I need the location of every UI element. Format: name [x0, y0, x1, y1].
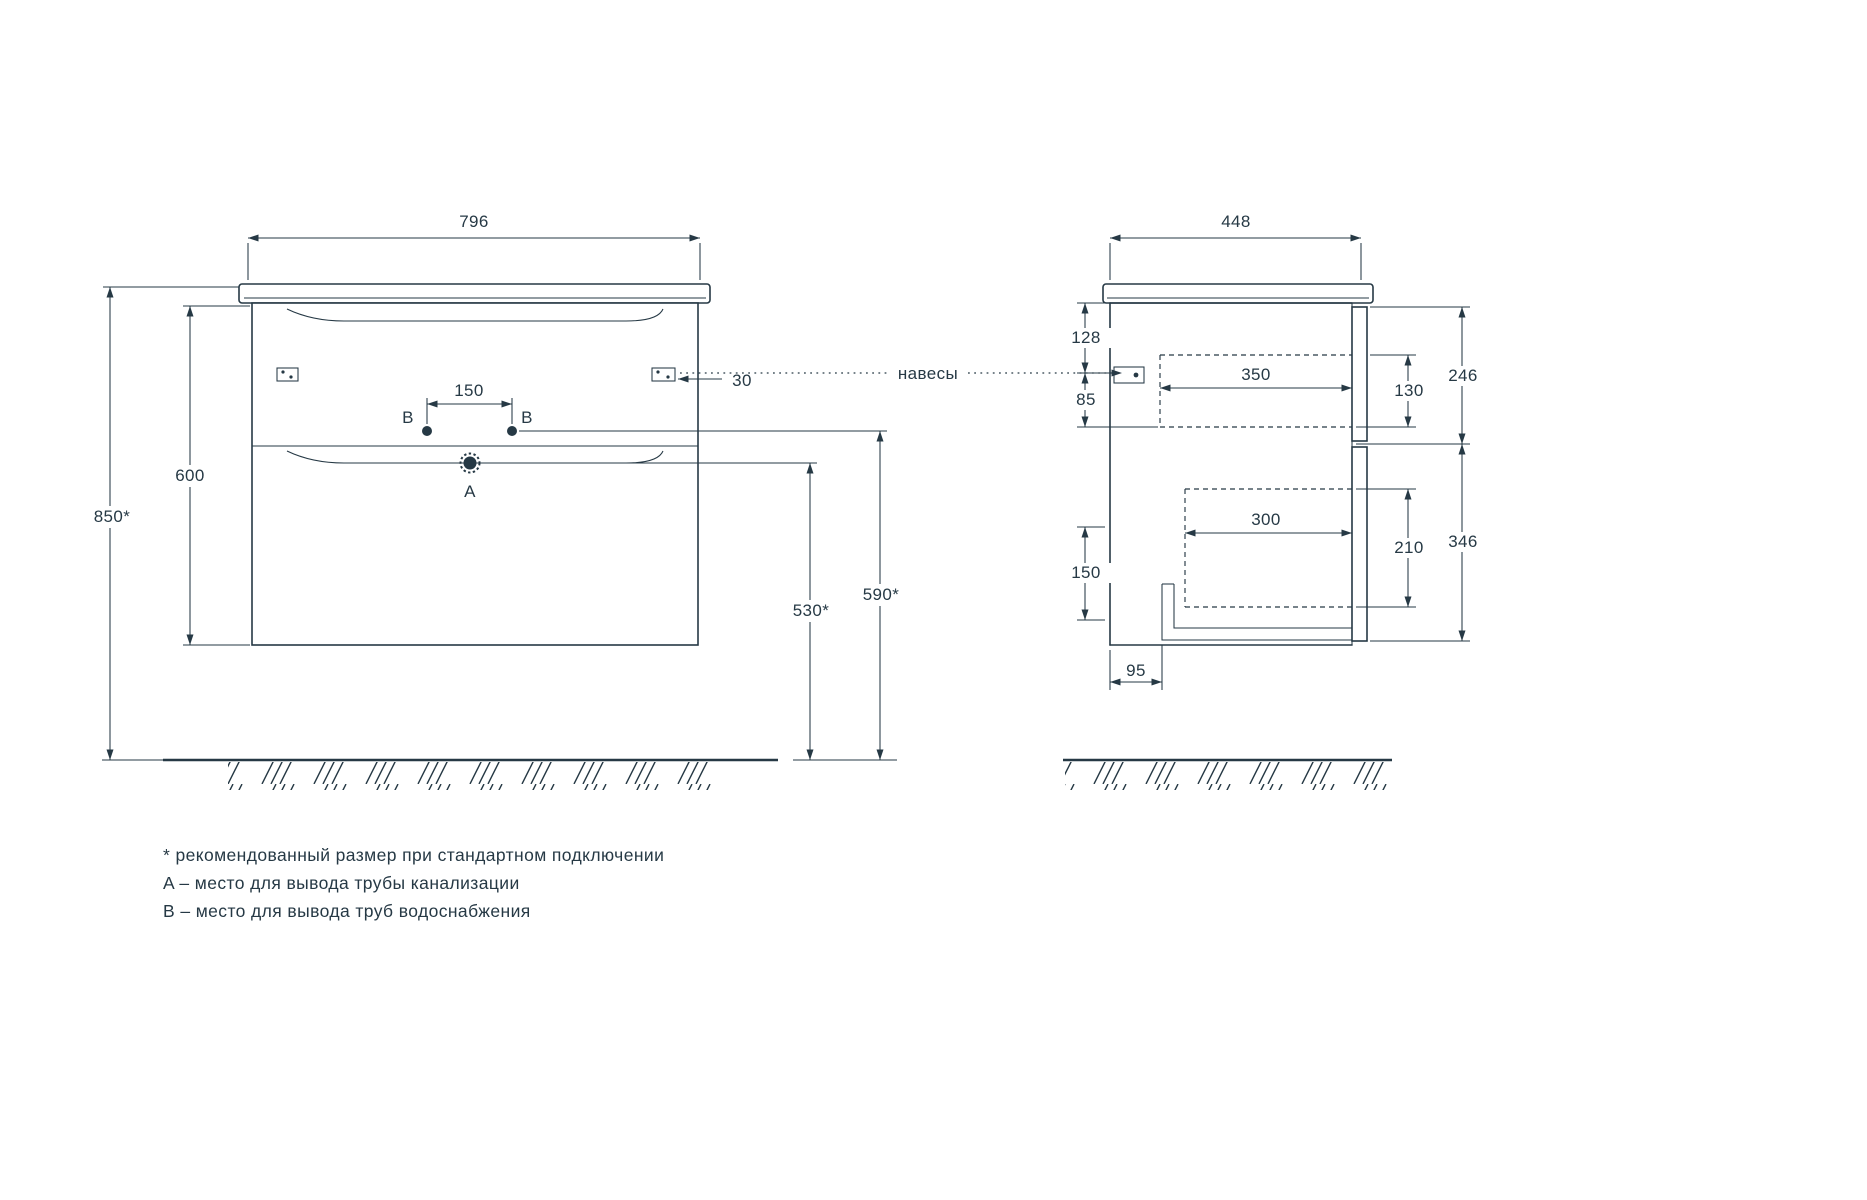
dim-supply-spacing: 150 — [426, 381, 513, 424]
dim-lower-box-height-label: 210 — [1394, 538, 1424, 557]
point-b-right-marker — [507, 426, 517, 436]
point-b-right-label: B — [521, 408, 533, 427]
dim-body-height-label: 600 — [175, 466, 205, 485]
dim-install-height: 850* — [83, 286, 239, 761]
dim-lower-drawer-depth: 300 — [1185, 510, 1352, 537]
dim-lower-front-height-label: 346 — [1448, 532, 1478, 551]
note-recommended-size: * рекомендованный размер при стандартном… — [163, 845, 664, 865]
legend-notes: * рекомендованный размер при стандартном… — [163, 845, 664, 921]
dim-lower-front-height: 346 — [1370, 444, 1487, 642]
dim-front-width-label: 796 — [459, 212, 489, 231]
front-countertop — [238, 283, 711, 304]
siphon-cutout — [1161, 583, 1352, 641]
dim-side-depth-label: 448 — [1221, 212, 1251, 231]
dim-hanger-inset-label: 30 — [732, 371, 752, 390]
dim-top-to-hanger: 128 — [1060, 302, 1112, 374]
lower-drawer-box-hidden — [1184, 488, 1352, 608]
front-view: B B A 796 150 30 — [83, 212, 909, 761]
hangers-callout: навесы — [680, 364, 1122, 383]
dim-body-height: 600 — [164, 305, 250, 646]
dim-lower-drawer-depth-label: 300 — [1251, 510, 1281, 529]
dim-upper-drawer-depth-label: 350 — [1241, 365, 1271, 384]
dim-cutout-height-label: 150 — [1071, 563, 1101, 582]
dim-upper-drawer-depth: 350 — [1160, 365, 1352, 392]
dim-hanger-gap: 85 — [1064, 373, 1158, 428]
dim-supply-height-label: 590* — [863, 585, 900, 604]
front-cabinet-body — [251, 302, 699, 646]
point-b-left-marker — [422, 426, 432, 436]
dim-lower-box-height: 210 — [1356, 488, 1432, 608]
note-legend-b: B – место для вывода труб водоснабжения — [163, 901, 531, 921]
dim-upper-front-height: 246 — [1356, 306, 1487, 445]
note-legend-a: A – место для вывода трубы канализации — [163, 873, 520, 893]
side-lower-drawer-front — [1351, 446, 1368, 642]
point-a-marker — [463, 456, 477, 470]
point-a-label: A — [464, 482, 476, 501]
side-view: 448 128 85 350 130 — [1060, 212, 1487, 690]
point-b-left-label: B — [402, 408, 414, 427]
dim-hanger-inset: 30 — [678, 371, 752, 390]
dim-cutout-height: 150 — [1060, 526, 1112, 621]
dim-drain-height: 530* — [479, 462, 839, 760]
dim-top-to-hanger-label: 128 — [1071, 328, 1101, 347]
floor-hatch-left — [228, 762, 712, 790]
dim-cutout-offset: 95 — [1109, 645, 1163, 690]
dim-hanger-gap-label: 85 — [1076, 390, 1096, 409]
dim-install-height-label: 850* — [94, 507, 131, 526]
front-left-hanger-bracket — [276, 367, 299, 382]
dim-front-width: 796 — [247, 212, 701, 280]
floor — [163, 758, 1392, 790]
dim-drain-height-label: 530* — [793, 601, 830, 620]
front-top-handle-groove — [286, 308, 664, 322]
side-upper-drawer-front — [1351, 306, 1368, 442]
hangers-callout-label: навесы — [898, 364, 958, 383]
dim-supply-height: 590* — [519, 430, 909, 760]
dim-supply-spacing-label: 150 — [454, 381, 484, 400]
dim-upper-box-height-label: 130 — [1394, 381, 1424, 400]
front-right-hanger-bracket — [651, 367, 676, 382]
dim-cutout-offset-label: 95 — [1126, 661, 1146, 680]
dim-upper-front-height-label: 246 — [1448, 366, 1478, 385]
water-supply-points: B B — [402, 408, 533, 436]
floor-hatch-right — [1065, 762, 1390, 790]
side-hanger-bracket — [1113, 366, 1145, 384]
front-cabinet-outline — [238, 283, 711, 646]
dim-upper-box-height: 130 — [1356, 354, 1432, 428]
side-cabinet-outline — [1102, 283, 1374, 646]
dim-side-depth: 448 — [1109, 212, 1362, 280]
side-countertop — [1102, 283, 1374, 304]
